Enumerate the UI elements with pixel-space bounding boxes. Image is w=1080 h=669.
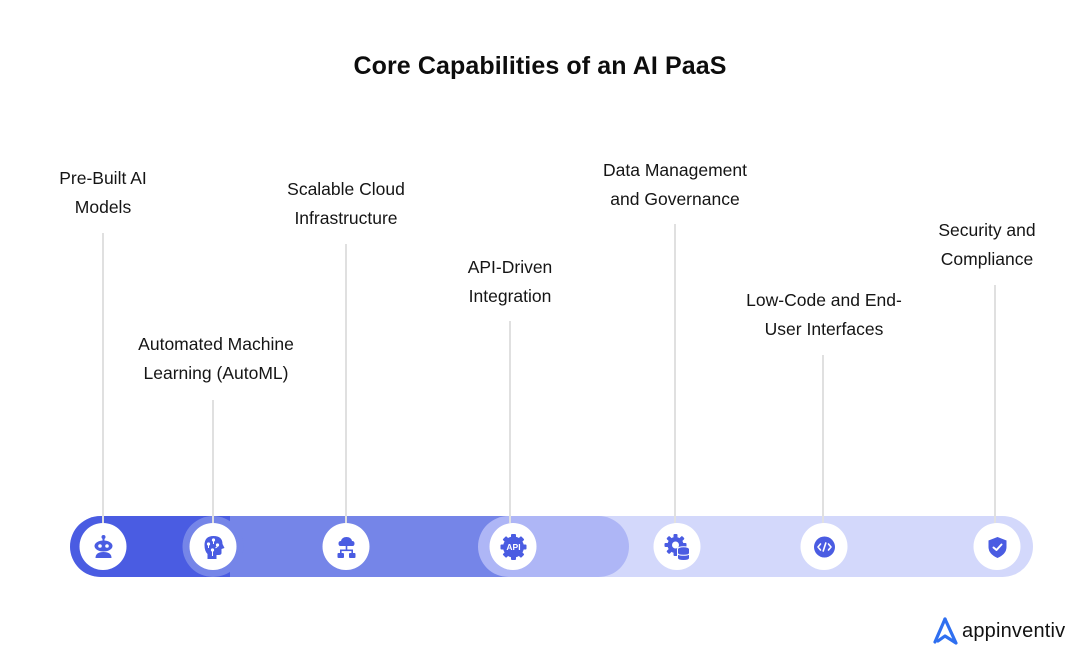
capability-label-data-management: Data Management and Governance	[565, 156, 785, 214]
capability-node-pre-built-ai-models	[79, 523, 127, 570]
capability-node-automl	[189, 523, 237, 570]
label-line: Automated Machine	[138, 334, 294, 354]
api-gear-icon: API	[500, 533, 526, 560]
capability-label-security: Security and Compliance	[877, 216, 1080, 274]
label-line: API-Driven	[467, 257, 553, 277]
label-line: Scalable Cloud	[287, 179, 405, 199]
connector-line	[345, 244, 347, 523]
robot-icon	[94, 534, 112, 558]
capability-label-automl: Automated Machine Learning (AutoML)	[106, 330, 326, 388]
capability-node-data-management	[653, 523, 701, 570]
gear-database-icon	[664, 533, 690, 561]
connector-line	[509, 321, 511, 523]
capability-node-low-code	[800, 523, 848, 570]
ai-brain-circuit-icon	[204, 535, 224, 559]
label-line: Compliance	[940, 249, 1034, 269]
capability-label-pre-built-ai-models: Pre-Built AI Models	[0, 164, 213, 222]
label-line: Low-Code and End-	[746, 290, 902, 310]
label-line: Learning (AutoML)	[143, 363, 289, 383]
page-title: Core Capabilities of an AI PaaS	[353, 52, 727, 80]
connector-line	[102, 233, 104, 523]
capability-node-scalable-cloud	[322, 523, 370, 570]
label-line: Integration	[468, 286, 552, 306]
connector-line	[822, 355, 824, 523]
label-line: and Governance	[610, 189, 740, 209]
code-icon	[813, 536, 835, 557]
cloud-network-icon	[337, 536, 355, 558]
label-line: Infrastructure	[294, 208, 398, 228]
capability-label-low-code: Low-Code and End- User Interfaces	[714, 286, 934, 344]
capability-label-scalable-cloud: Scalable Cloud Infrastructure	[236, 175, 456, 233]
label-line: Security and	[938, 220, 1036, 240]
api-icon-text: API	[506, 542, 520, 552]
brand-logo: appinventiv	[932, 617, 1065, 645]
capability-node-api-driven: API	[489, 523, 537, 570]
label-line: Data Management	[603, 160, 747, 180]
connector-line	[212, 400, 214, 523]
shield-check-icon	[988, 536, 1006, 558]
brand-name: appinventiv	[962, 619, 1066, 642]
label-line: Pre-Built AI	[59, 168, 147, 188]
capability-node-security	[973, 523, 1021, 570]
capability-label-api-driven: API-Driven Integration	[400, 253, 620, 311]
label-line: Models	[74, 197, 132, 217]
appinventiv-logo-icon	[933, 617, 958, 645]
connector-line	[674, 224, 676, 523]
label-line: User Interfaces	[764, 319, 884, 339]
connector-line	[994, 285, 996, 523]
